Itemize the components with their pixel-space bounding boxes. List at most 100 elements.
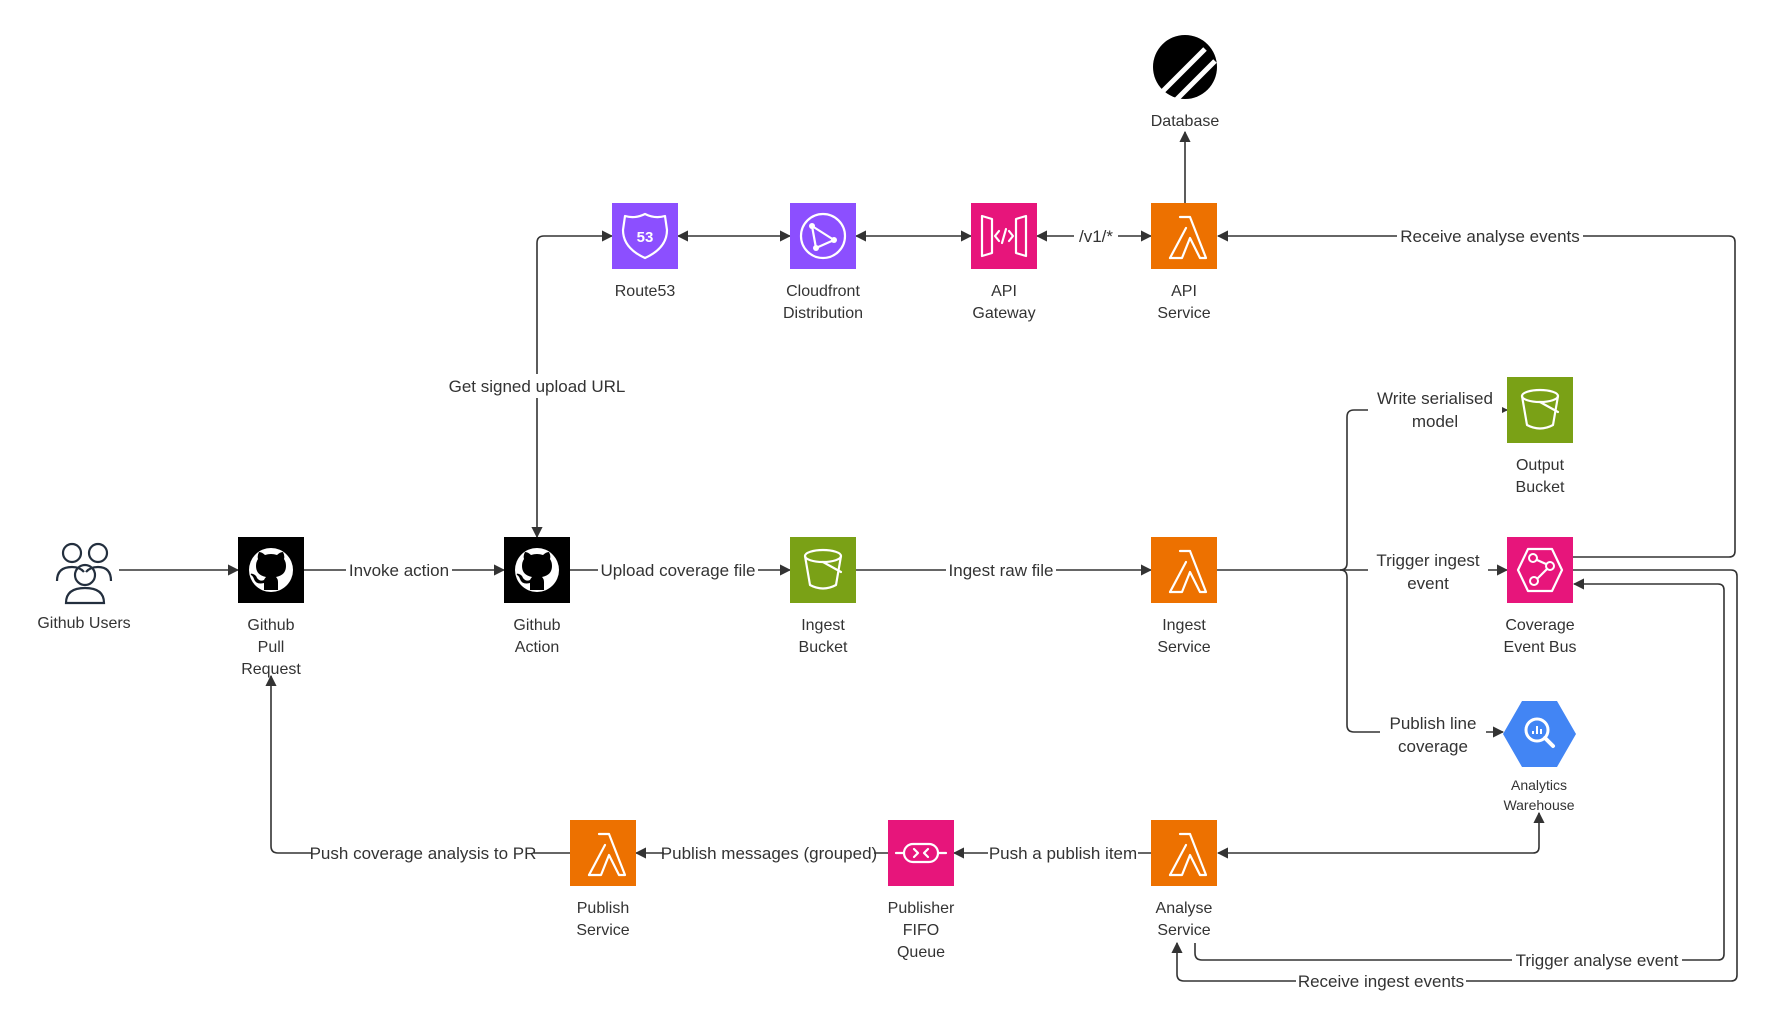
edge-label-publish-line-coverage: Publish line coverage	[1380, 709, 1486, 757]
github-icon	[249, 548, 293, 592]
node-publish-service: Publish Service	[570, 820, 636, 939]
node-coverage-event-bus: Coverage Event Bus	[1504, 537, 1577, 656]
node-github-action: Github Action	[504, 537, 570, 656]
svg-text:Github: Github	[513, 617, 560, 634]
cloudfront-icon	[799, 212, 847, 260]
edge-label-get-signed-upload-url: Get signed upload URL	[446, 374, 628, 398]
svg-text:Service: Service	[576, 922, 629, 939]
edge-event-bus-to-api-service	[1216, 230, 1736, 558]
svg-text:Receive analyse events: Receive analyse events	[1400, 227, 1580, 246]
lambda-icon	[1168, 549, 1208, 594]
bucket-icon	[803, 548, 843, 590]
node-ingest-service: Ingest Service	[1151, 537, 1217, 656]
svg-text:Coverage: Coverage	[1505, 617, 1574, 634]
svg-text:Cloudfront: Cloudfront	[786, 283, 860, 300]
svg-text:Action: Action	[515, 639, 559, 656]
eventbridge-icon	[1516, 547, 1564, 593]
svg-text:Upload coverage file: Upload coverage file	[601, 561, 756, 580]
node-database: Database	[1151, 35, 1220, 130]
edge-event-bus-to-analyse	[1171, 569, 1738, 982]
svg-text:model: model	[1412, 412, 1458, 431]
edge-to-warehouse	[1339, 569, 1505, 738]
svg-text:53: 53	[637, 229, 654, 246]
svg-text:Analyse: Analyse	[1156, 900, 1213, 917]
edge-label-publish-messages-grouped: Publish messages (grouped)	[661, 841, 877, 865]
edge-label-push-coverage-analysis-to-pr: Push coverage analysis to PR	[310, 841, 537, 865]
edge-label-write-serialised-model: Write serialised model	[1368, 384, 1502, 432]
svg-text:Gateway: Gateway	[972, 305, 1035, 322]
svg-text:Event Bus: Event Bus	[1504, 639, 1577, 656]
edge-label-trigger-ingest-event: Trigger ingest event	[1368, 546, 1488, 594]
edge-label-upload-coverage-file: Upload coverage file	[598, 558, 758, 582]
svg-text:Publish messages (grouped): Publish messages (grouped)	[661, 844, 877, 863]
bucket-icon	[1520, 388, 1560, 430]
svg-text:API: API	[991, 283, 1017, 300]
svg-text:Invoke action: Invoke action	[349, 561, 449, 580]
svg-text:/v1/*: /v1/*	[1079, 227, 1113, 246]
node-output-bucket: Output Bucket	[1507, 377, 1573, 496]
node-publisher-fifo-queue: Publisher FIFO Queue	[888, 820, 955, 961]
svg-text:Output: Output	[1516, 457, 1565, 474]
node-cloudfront: Cloudfront Distribution	[783, 203, 863, 322]
svg-text:Ingest raw file: Ingest raw file	[949, 561, 1054, 580]
svg-text:Github: Github	[247, 617, 294, 634]
lambda-icon	[1168, 215, 1208, 260]
api-gateway-icon	[980, 214, 1028, 258]
bigquery-icon	[1503, 701, 1576, 767]
svg-text:Get signed upload URL: Get signed upload URL	[449, 377, 626, 396]
node-github-users: Github Users	[37, 542, 131, 632]
edge-label-push-a-publish-item: Push a publish item	[988, 841, 1138, 865]
node-api-service: API Service	[1151, 203, 1217, 322]
svg-text:Pull: Pull	[258, 639, 285, 656]
planetscale-icon	[1153, 35, 1217, 102]
svg-text:Database: Database	[1151, 113, 1220, 130]
svg-text:coverage: coverage	[1398, 737, 1468, 756]
svg-text:Publisher: Publisher	[888, 900, 955, 917]
svg-text:Push coverage analysis to PR: Push coverage analysis to PR	[310, 844, 537, 863]
edge-label-receive-analyse-events: Receive analyse events	[1397, 224, 1583, 248]
lambda-icon	[587, 832, 627, 877]
node-analyse-service: Analyse Service	[1151, 820, 1217, 939]
svg-text:Analytics: Analytics	[1511, 777, 1567, 793]
svg-text:Bucket: Bucket	[1516, 479, 1565, 496]
edge-label-v1: /v1/*	[1074, 224, 1118, 248]
node-ingest-bucket: Ingest Bucket	[790, 537, 856, 656]
svg-text:Warehouse: Warehouse	[1503, 797, 1574, 813]
node-analytics-warehouse: Analytics Warehouse	[1503, 701, 1576, 813]
svg-text:Write serialised: Write serialised	[1377, 389, 1493, 408]
node-api-gateway: API Gateway	[971, 203, 1037, 322]
svg-text:Github Users: Github Users	[37, 615, 130, 632]
svg-text:Push a publish item: Push a publish item	[989, 844, 1137, 863]
edge-publish-to-pr	[265, 674, 570, 854]
edge-labels: Invoke action Upload coverage file Inges…	[310, 224, 1682, 993]
edge-label-invoke-action: Invoke action	[346, 558, 452, 582]
node-github-pull-request: Github Pull Request	[238, 537, 304, 678]
svg-text:Route53: Route53	[615, 283, 676, 300]
edge-analyse-warehouse	[1216, 811, 1545, 859]
svg-text:Service: Service	[1157, 639, 1210, 656]
svg-text:Service: Service	[1157, 305, 1210, 322]
svg-text:Trigger ingest: Trigger ingest	[1376, 551, 1480, 570]
edge-label-trigger-analyse-event: Trigger analyse event	[1512, 948, 1682, 972]
svg-text:Distribution: Distribution	[783, 305, 863, 322]
svg-text:Ingest: Ingest	[1162, 617, 1206, 634]
svg-text:event: event	[1407, 574, 1449, 593]
edge-to-output-bucket	[1339, 404, 1509, 571]
svg-text:Trigger analyse event: Trigger analyse event	[1516, 951, 1679, 970]
svg-text:Bucket: Bucket	[799, 639, 848, 656]
svg-text:Ingest: Ingest	[801, 617, 845, 634]
lambda-icon	[1168, 832, 1208, 877]
node-route53: 53 Route53	[612, 203, 678, 300]
svg-text:API: API	[1171, 283, 1197, 300]
edge-route53-action	[531, 230, 614, 539]
svg-text:Queue: Queue	[897, 944, 945, 961]
svg-text:Request: Request	[241, 661, 301, 678]
edge-analyse-to-event-bus	[1194, 578, 1725, 961]
github-icon	[515, 548, 559, 592]
edge-label-ingest-raw-file: Ingest raw file	[946, 558, 1056, 582]
svg-text:Service: Service	[1157, 922, 1210, 939]
users-icon	[55, 542, 113, 605]
svg-text:Publish: Publish	[577, 900, 629, 917]
svg-text:FIFO: FIFO	[903, 922, 939, 939]
